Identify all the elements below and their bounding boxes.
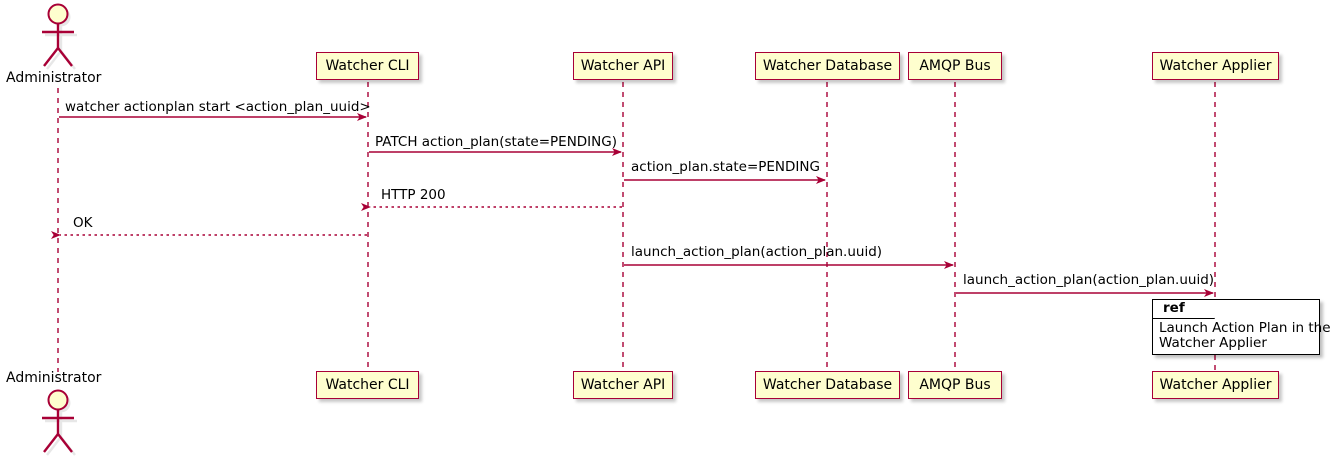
message-label-http-200: HTTP 200 — [381, 187, 446, 203]
ref-fragment-launch-action-plan[interactable]: ref Launch Action Plan in the Watcher Ap… — [1152, 299, 1330, 355]
message-arrows — [51, 113, 1214, 297]
participant-watcher-applier-bottom[interactable]: Watcher Applier — [1152, 371, 1279, 399]
participant-watcher-database-bottom[interactable]: Watcher Database — [755, 371, 900, 399]
participant-amqp-bus-top[interactable]: AMQP Bus — [908, 52, 1002, 80]
actor-administrator-figure-bottom — [42, 389, 77, 456]
actor-administrator-figure-top — [42, 3, 77, 70]
message-label-action-plan-state-pending: action_plan.state=PENDING — [631, 159, 820, 175]
actor-label-administrator-top: Administrator — [6, 70, 102, 86]
participant-watcher-applier-top[interactable]: Watcher Applier — [1152, 52, 1279, 80]
message-label-watcher-actionplan-start: watcher actionplan start <action_plan_uu… — [65, 99, 371, 115]
participant-watcher-cli-bottom[interactable]: Watcher CLI — [316, 371, 419, 399]
message-label-patch-action-plan: PATCH action_plan(state=PENDING) — [375, 134, 617, 150]
participant-watcher-cli-top[interactable]: Watcher CLI — [316, 52, 419, 80]
message-label-ok: OK — [73, 215, 93, 231]
ref-fragment-line-2: Watcher Applier — [1159, 335, 1267, 351]
participant-amqp-bus-bottom[interactable]: AMQP Bus — [908, 371, 1002, 399]
ref-fragment-line-1: Launch Action Plan in the — [1159, 320, 1330, 336]
participant-watcher-api-top[interactable]: Watcher API — [573, 52, 673, 80]
participant-watcher-database-top[interactable]: Watcher Database — [755, 52, 900, 80]
lifelines — [57, 82, 1216, 372]
message-label-launch-action-plan-applier: launch_action_plan(action_plan.uuid) — [963, 272, 1215, 288]
ref-fragment-keyword: ref — [1163, 300, 1185, 316]
actor-label-administrator-bottom: Administrator — [6, 370, 102, 386]
participant-watcher-api-bottom[interactable]: Watcher API — [573, 371, 673, 399]
message-label-launch-action-plan-amqp: launch_action_plan(action_plan.uuid) — [631, 244, 883, 260]
